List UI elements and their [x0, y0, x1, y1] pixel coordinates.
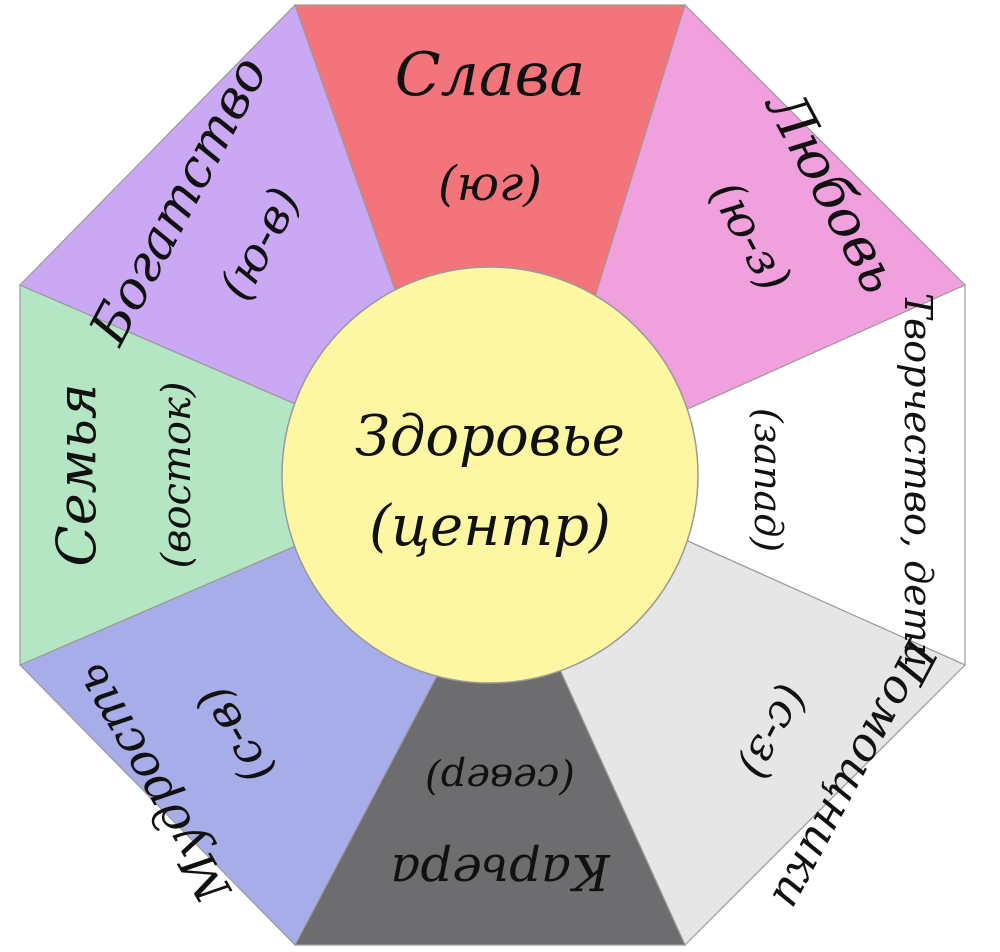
center-direction: (центр) [369, 494, 611, 559]
center-circle [281, 266, 699, 684]
sector-direction-east: (восток) [154, 382, 200, 569]
sector-direction-north: (север) [425, 755, 575, 801]
center-name: Здоровье [355, 404, 625, 469]
sector-name-north: Карьера [390, 843, 610, 901]
label-east: Семья (восток) [45, 382, 200, 569]
sector-direction-west: (запад) [746, 408, 790, 552]
sector-name-east: Семья [45, 383, 108, 566]
label-west: Творчество, дети (запад) [746, 293, 940, 667]
sector-name-south: Слава [395, 40, 586, 110]
sector-direction-south: (юг) [438, 156, 542, 212]
sector-name-west: Творчество, дети [896, 293, 940, 667]
label-north: Карьера (север) [390, 755, 610, 901]
label-south: Слава (юг) [395, 40, 586, 212]
